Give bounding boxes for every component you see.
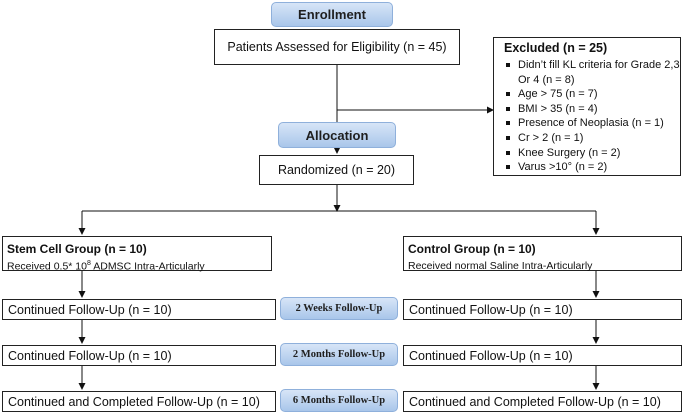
followup-right-3: Continued and Completed Follow-Up (n = 1… xyxy=(403,391,682,412)
stem-cell-group-title: Stem Cell Group (n = 10) xyxy=(7,242,147,256)
followup-stage-2: 2 Months Follow-Up xyxy=(280,343,398,366)
stem-cell-group-subtitle: Received 0.5* 108 ADMSC Intra-Articularl… xyxy=(7,260,205,273)
assessed-text: Patients Assessed for Eligibility (n = 4… xyxy=(227,40,447,54)
excluded-list: Didn’t fill KL criteria for Grade 2,3 Or… xyxy=(494,58,680,175)
followup-left-1: Continued Follow-Up (n = 10) xyxy=(2,299,276,320)
excluded-item: BMI > 35 (n = 4) xyxy=(506,102,680,117)
control-group-box: Control Group (n = 10) Received normal S… xyxy=(403,236,682,272)
excluded-box: Excluded (n = 25) Didn’t fill KL criteri… xyxy=(493,37,681,176)
control-group-title: Control Group (n = 10) xyxy=(408,242,536,256)
allocation-label: Allocation xyxy=(278,122,396,148)
followup-right-2: Continued Follow-Up (n = 10) xyxy=(403,345,682,366)
followup-stage-3: 6 Months Follow-Up xyxy=(280,389,398,412)
excluded-item: Cr > 2 (n = 1) xyxy=(506,131,680,146)
assessed-box: Patients Assessed for Eligibility (n = 4… xyxy=(214,29,460,65)
followup-right-1: Continued Follow-Up (n = 10) xyxy=(403,299,682,320)
followup-stage-1: 2 Weeks Follow-Up xyxy=(280,297,398,320)
excluded-item: Age > 75 (n = 7) xyxy=(506,87,680,102)
stem-cell-group-box: Stem Cell Group (n = 10) Received 0.5* 1… xyxy=(2,236,272,273)
excluded-item: Presence of Neoplasia (n = 1) xyxy=(506,116,680,131)
enrollment-label: Enrollment xyxy=(271,2,393,27)
randomized-box: Randomized (n = 20) xyxy=(259,155,414,185)
excluded-title: Excluded (n = 25) xyxy=(504,41,608,55)
followup-left-3: Continued and Completed Follow-Up (n = 1… xyxy=(2,391,276,412)
excluded-item: Knee Surgery (n = 2) xyxy=(506,146,680,161)
randomized-text: Randomized (n = 20) xyxy=(277,163,396,177)
excluded-item: Didn’t fill KL criteria for Grade 2,3 Or… xyxy=(506,58,680,87)
control-group-subtitle: Received normal Saline Intra-Articularly xyxy=(408,260,593,272)
excluded-item: Varus >10° (n = 2) xyxy=(506,160,680,175)
followup-left-2: Continued Follow-Up (n = 10) xyxy=(2,345,276,366)
